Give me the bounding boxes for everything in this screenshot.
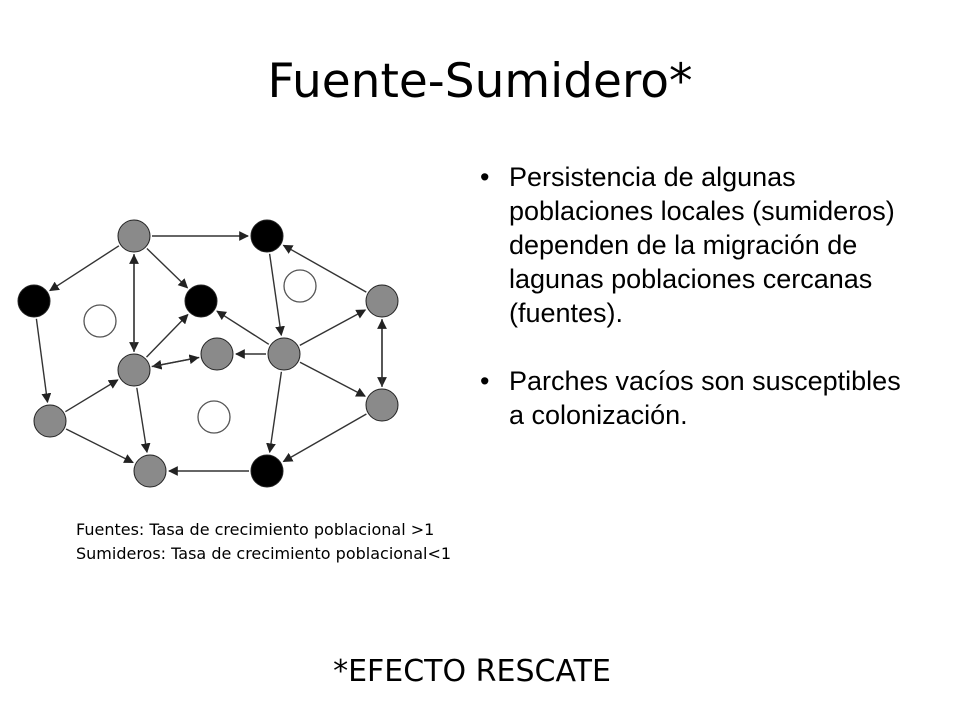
empty-patch-node bbox=[197, 400, 231, 434]
definition-sources: Fuentes: Tasa de crecimiento poblacional… bbox=[76, 520, 435, 539]
migration-arrow bbox=[65, 379, 119, 413]
population-node bbox=[365, 388, 399, 422]
bullet-icon: • bbox=[480, 162, 490, 192]
population-node bbox=[33, 404, 67, 438]
migration-arrow bbox=[282, 244, 367, 293]
bullet-text: Persistencia de algunas poblaciones loca… bbox=[509, 162, 895, 328]
dark-population-node bbox=[17, 284, 51, 318]
empty-patch-node bbox=[83, 304, 117, 338]
migration-arrow bbox=[151, 354, 200, 368]
bullet-item-sinks: • Persistencia de algunas poblaciones lo… bbox=[478, 160, 918, 330]
dark-population-node bbox=[250, 454, 284, 488]
migration-arrow bbox=[299, 309, 367, 347]
migration-arrow bbox=[216, 310, 270, 345]
migration-arrow bbox=[35, 318, 52, 404]
population-node bbox=[133, 454, 167, 488]
bullet-text: Parches vacíos son susceptibles a coloni… bbox=[509, 366, 901, 430]
population-node bbox=[200, 337, 234, 371]
population-node bbox=[365, 284, 399, 318]
patch-nodes bbox=[17, 219, 399, 488]
migration-arrow bbox=[282, 413, 367, 463]
migration-arrows bbox=[35, 231, 387, 476]
migration-arrow bbox=[266, 371, 283, 454]
migration-arrow bbox=[136, 387, 151, 454]
population-node bbox=[117, 219, 151, 253]
migration-arrow bbox=[146, 247, 189, 289]
migration-arrow bbox=[145, 313, 189, 358]
metapopulation-diagram bbox=[17, 219, 399, 488]
population-node bbox=[267, 337, 301, 371]
dark-population-node bbox=[250, 219, 284, 253]
definition-sinks: Sumideros: Tasa de crecimiento poblacion… bbox=[76, 544, 452, 563]
migration-arrow bbox=[65, 428, 134, 464]
rescue-effect-label: *EFECTO RESCATE bbox=[333, 654, 611, 689]
dark-population-node bbox=[184, 284, 218, 318]
bullet-item-empty-patches: • Parches vacíos son susceptibles a colo… bbox=[478, 364, 918, 432]
population-node bbox=[117, 353, 151, 387]
bullet-list: • Persistencia de algunas poblaciones lo… bbox=[478, 160, 918, 432]
migration-arrow bbox=[268, 253, 285, 337]
empty-patch-node bbox=[283, 269, 317, 303]
migration-arrow bbox=[299, 361, 366, 397]
slide-title: Fuente-Sumidero* bbox=[267, 54, 693, 109]
bullet-icon: • bbox=[480, 366, 490, 396]
definitions: Fuentes: Tasa de crecimiento poblacional… bbox=[76, 518, 576, 566]
migration-arrow bbox=[49, 245, 120, 292]
